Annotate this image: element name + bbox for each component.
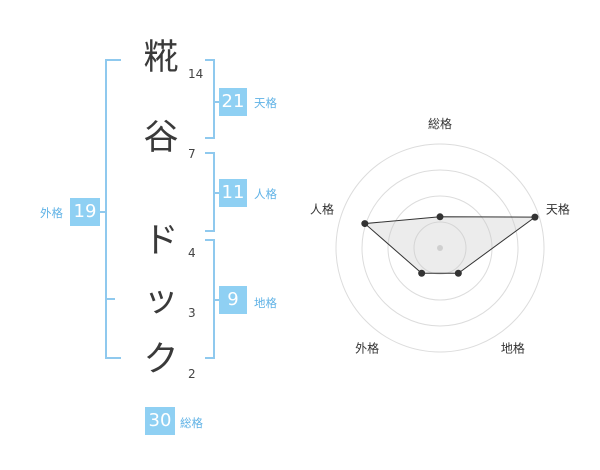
gaikaku-badge: 19 <box>70 198 100 226</box>
tenkaku-badge: 21 <box>219 88 247 116</box>
radar-point-3 <box>418 269 426 277</box>
radar-area <box>363 216 537 274</box>
gaikaku-label: 外格 <box>40 206 63 220</box>
radar-point-1 <box>531 213 539 221</box>
name-char-4: ッ <box>143 280 179 320</box>
name-char-2: 谷 <box>143 118 179 158</box>
radar-ring-4 <box>335 143 545 353</box>
soukaku-label: 総格 <box>180 416 203 430</box>
radar-axis-label-2: 地格 <box>501 340 525 355</box>
stroke-count-5: 2 <box>188 367 196 381</box>
radar-center-dot <box>437 245 443 251</box>
radar-ring-1 <box>413 221 467 275</box>
tenkaku-label: 天格 <box>254 96 277 110</box>
name-char-5: ク <box>143 340 179 380</box>
jinkaku-label: 人格 <box>254 187 277 201</box>
radar-axis-label-0: 総格 <box>428 116 452 131</box>
radar-ring-3 <box>361 169 519 327</box>
radar-axis-label-4: 人格 <box>310 202 334 217</box>
radar-point-0 <box>436 213 444 221</box>
radar-point-2 <box>454 269 462 277</box>
name-char-3: ド <box>143 221 179 261</box>
radar-point-4 <box>361 220 369 228</box>
radar-points <box>361 213 539 277</box>
jinkaku-badge: 11 <box>219 179 247 207</box>
stroke-count-4: 3 <box>188 306 196 320</box>
radar-axis-label-3: 外格 <box>355 340 379 355</box>
stroke-count-2: 7 <box>188 147 196 161</box>
stroke-count-1: 14 <box>188 67 204 81</box>
name-char-1: 糀 <box>143 38 179 78</box>
radar-rings <box>335 143 545 353</box>
chikaku-label: 地格 <box>254 296 277 310</box>
soukaku-badge: 30 <box>145 407 175 435</box>
radar-axis-label-1: 天格 <box>546 202 570 217</box>
stroke-count-3: 4 <box>188 246 196 260</box>
chikaku-badge: 9 <box>219 286 247 314</box>
